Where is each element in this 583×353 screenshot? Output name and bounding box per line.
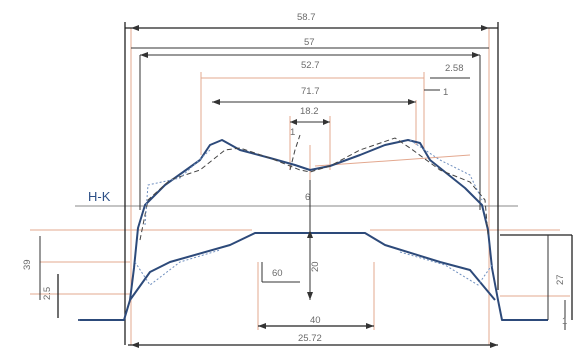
right-dimensions — [500, 234, 573, 330]
left-dimensions — [39, 236, 124, 321]
dim-right-offset: 2.58 — [445, 63, 464, 74]
dim-overall-bottom: 25.72 — [298, 333, 322, 344]
dimension-labels: 58.7 57 52.7 71.7 18.2 2.58 1 1 6 60 20 … — [22, 12, 567, 344]
dim-center-depth: 6 — [305, 192, 310, 203]
dim-width-mid: 52.7 — [301, 60, 320, 71]
center-dimensions — [128, 180, 498, 346]
rim-outline — [80, 134, 548, 321]
top-dimensions — [124, 22, 498, 345]
dim-shoulder-width: 71.7 — [301, 86, 320, 97]
dim-left-height-inner: 2.5 — [42, 287, 53, 300]
dim-small-angle: 1 — [290, 127, 295, 138]
extension-lines — [30, 28, 570, 345]
arrowheads — [131, 25, 498, 348]
dim-tick-mark: 1 — [443, 87, 448, 98]
dim-left-height-outer: 39 — [22, 259, 33, 270]
dim-right-small: 1 — [562, 316, 567, 327]
dim-center-width: 18.2 — [300, 106, 319, 117]
hk-label: H-K — [88, 189, 111, 204]
dim-inner-depth: 20 — [310, 261, 321, 272]
dim-width-top: 57 — [304, 37, 315, 48]
dim-gap-label: 60 — [272, 268, 283, 279]
dim-overall-top: 58.7 — [297, 12, 316, 23]
dim-right-height: 27 — [555, 274, 566, 285]
dim-bottom-inner: 40 — [310, 315, 321, 326]
